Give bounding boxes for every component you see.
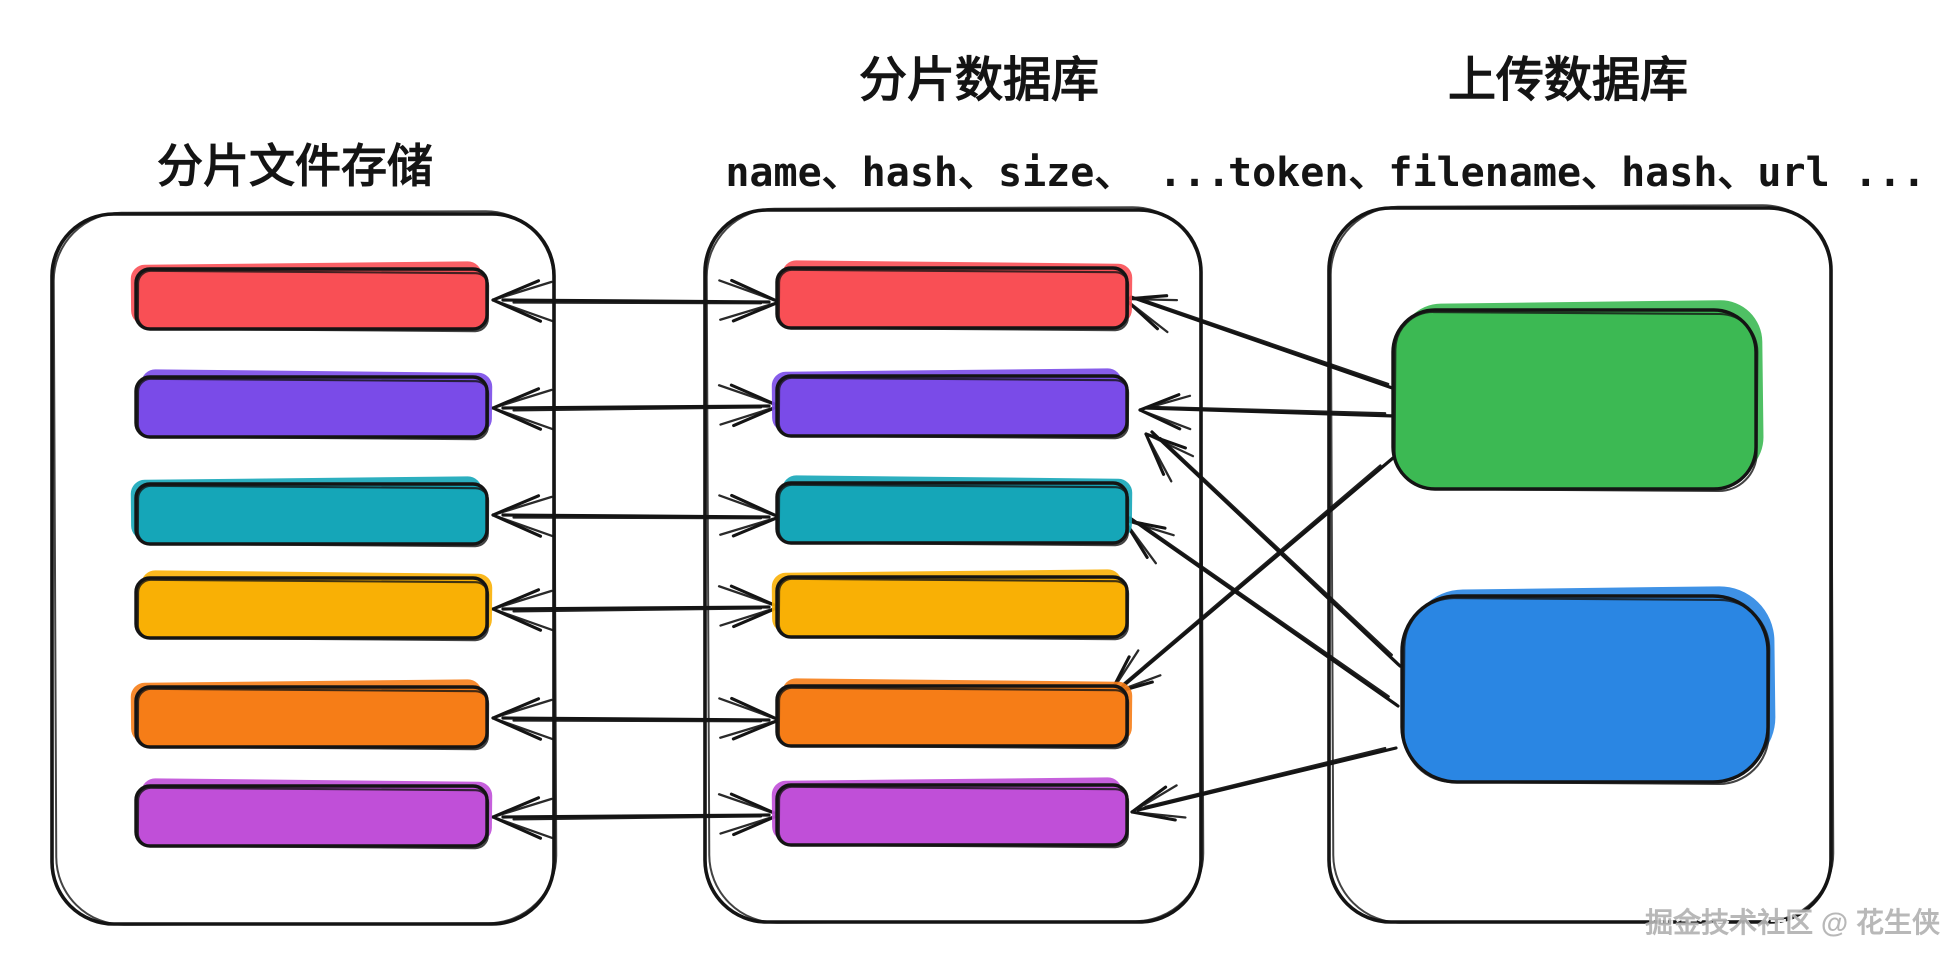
middle-bar-row-2 bbox=[771, 368, 1130, 440]
watermark-text: 掘金技术社区 @ 花生侠 bbox=[1645, 906, 1941, 938]
left-column-title: 分片文件存储 bbox=[157, 140, 433, 192]
middle-bar-row-4 bbox=[771, 569, 1130, 641]
middle-bar-row-1 bbox=[775, 260, 1133, 332]
arrow-blue-to-row-6 bbox=[1130, 746, 1398, 822]
bidirectional-arrow-row-2 bbox=[491, 383, 781, 431]
left-bar-row-4 bbox=[134, 570, 493, 642]
bidirectional-arrow-row-1 bbox=[491, 278, 781, 323]
upload-block-blue bbox=[1400, 586, 1776, 785]
right-column-title: 上传数据库 bbox=[1448, 54, 1688, 107]
left-bar-row-1 bbox=[130, 261, 490, 333]
middle-column-title: 分片数据库 bbox=[859, 54, 1099, 107]
upload-block-green bbox=[1391, 300, 1764, 493]
bidirectional-arrow-row-5 bbox=[491, 696, 781, 741]
left-bar-row-2 bbox=[134, 369, 493, 441]
left-bar-row-6 bbox=[134, 778, 493, 850]
middle-column-subtitle: name、hash、size、 ... bbox=[725, 150, 1230, 196]
arrow-blue-to-row-2 bbox=[1144, 430, 1402, 668]
middle-bar-row-3 bbox=[775, 475, 1133, 547]
left-bar-row-3 bbox=[130, 476, 490, 548]
middle-bar-row-6 bbox=[771, 777, 1130, 849]
right-column-subtitle: token、filename、hash、url ... bbox=[1228, 150, 1926, 196]
left-bar-row-5 bbox=[130, 679, 490, 751]
bidirectional-arrow-row-6 bbox=[491, 792, 781, 840]
middle-bar-row-5 bbox=[775, 678, 1133, 750]
bidirectional-arrow-row-4 bbox=[491, 584, 781, 632]
bidirectional-arrow-row-3 bbox=[491, 493, 781, 538]
arrow-green-to-row-2 bbox=[1138, 393, 1397, 431]
